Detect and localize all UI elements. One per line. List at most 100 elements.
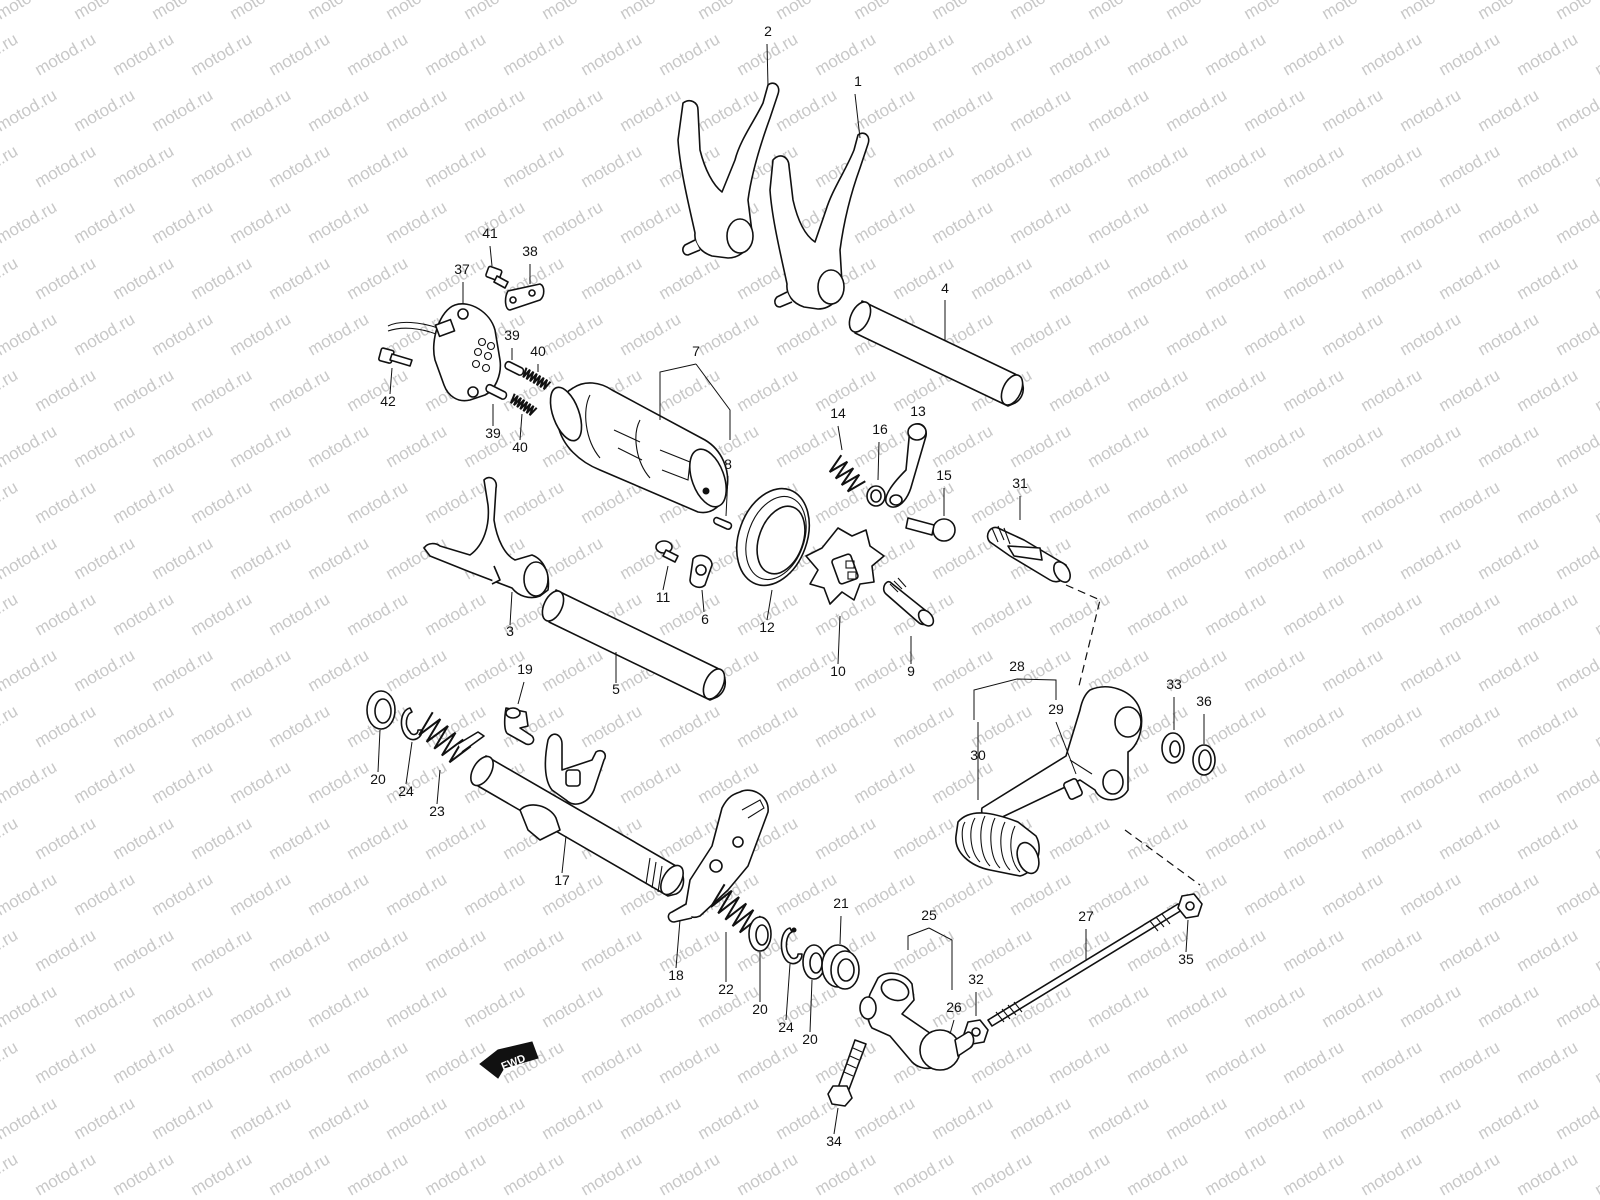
watermark-text: motod.ru: [0, 645, 60, 695]
watermark-text: motod.ru: [1397, 309, 1465, 359]
leader-line: [561, 835, 567, 874]
watermark-text: motod.ru: [0, 701, 21, 751]
watermark-text: motod.ru: [500, 141, 568, 191]
leader-line: [389, 367, 393, 395]
watermark-text: motod.ru: [890, 925, 958, 975]
callout-label: 20: [370, 771, 386, 787]
watermark-text: motod.ru: [0, 1093, 60, 1143]
watermark-text: motod.ru: [461, 85, 529, 135]
watermark-text: motod.ru: [656, 365, 724, 415]
watermark-text: motod.ru: [71, 533, 139, 583]
watermark-text: motod.ru: [617, 197, 685, 247]
watermark-text: motod.ru: [1202, 1149, 1270, 1199]
watermark-text: motod.ru: [383, 645, 451, 695]
watermark-text: motod.ru: [812, 29, 880, 79]
watermark-text: motod.ru: [1319, 645, 1387, 695]
watermark-text: motod.ru: [617, 309, 685, 359]
watermark-text: motod.ru: [1514, 253, 1582, 303]
watermark-text: motod.ru: [188, 477, 256, 527]
watermark-text: motod.ru: [149, 0, 217, 23]
watermark-text: motod.ru: [1475, 309, 1543, 359]
watermark-text: motod.ru: [656, 701, 724, 751]
watermark-text: motod.ru: [1280, 141, 1348, 191]
watermark-text: motod.ru: [32, 813, 100, 863]
shift-fork-1: [769, 132, 870, 310]
watermark-text: motod.ru: [1397, 533, 1465, 583]
watermark-text: motod.ru: [1475, 757, 1543, 807]
watermark-text: motod.ru: [1202, 589, 1270, 639]
callout-label: 3: [506, 623, 514, 639]
watermark-text: motod.ru: [1592, 813, 1600, 863]
bracket-leader: [659, 363, 731, 440]
watermark-text: motod.ru: [1475, 0, 1543, 23]
callout-label: 29: [1048, 701, 1064, 717]
watermark-text: motod.ru: [968, 925, 1036, 975]
watermark-text: motod.ru: [1592, 477, 1600, 527]
watermark-text: motod.ru: [0, 421, 60, 471]
callout-label: 22: [718, 981, 734, 997]
gearshift-shaft-17: [470, 733, 685, 897]
watermark-text: motod.ru: [32, 141, 100, 191]
watermark-text: motod.ru: [383, 0, 451, 23]
callout-label: 32: [968, 971, 984, 987]
watermark-text: motod.ru: [1592, 29, 1600, 79]
watermark-text: motod.ru: [110, 925, 178, 975]
watermark-text: motod.ru: [1202, 29, 1270, 79]
watermark-text: motod.ru: [149, 197, 217, 247]
watermark-text: motod.ru: [1124, 813, 1192, 863]
watermark-text: motod.ru: [383, 757, 451, 807]
watermark-text: motod.ru: [227, 757, 295, 807]
watermark-text: motod.ru: [500, 29, 568, 79]
watermark-text: motod.ru: [1592, 141, 1600, 191]
watermark-text: motod.ru: [1319, 869, 1387, 919]
watermark-text: motod.ru: [1553, 869, 1600, 919]
watermark-text: motod.ru: [1280, 253, 1348, 303]
watermark-text: motod.ru: [1475, 197, 1543, 247]
watermark-text: motod.ru: [305, 0, 373, 23]
watermark-text: motod.ru: [890, 1149, 958, 1199]
watermark-text: motod.ru: [1553, 85, 1600, 135]
leader-line: [766, 589, 773, 621]
watermark-text: motod.ru: [1163, 421, 1231, 471]
watermark-text: motod.ru: [344, 253, 412, 303]
watermark-text: motod.ru: [1124, 253, 1192, 303]
spring-40-upper: [522, 367, 552, 390]
watermark-text: motod.ru: [1163, 533, 1231, 583]
watermark-text: motod.ru: [149, 757, 217, 807]
bolt-41: [485, 265, 509, 289]
watermark-text: motod.ru: [0, 85, 60, 135]
leader-lines: [377, 43, 1205, 1135]
watermark-text: motod.ru: [1397, 981, 1465, 1031]
watermark-text: motod.ru: [773, 0, 841, 23]
watermark-text: motod.ru: [851, 757, 919, 807]
watermark-text: motod.ru: [1319, 981, 1387, 1031]
leader-line: [809, 979, 813, 1033]
watermark-text: motod.ru: [32, 365, 100, 415]
watermark-text: motod.ru: [1007, 1093, 1075, 1143]
callout-label: 1: [854, 73, 862, 89]
watermark-text: motod.ru: [1358, 925, 1426, 975]
callout-label: 27: [1078, 908, 1094, 924]
watermark-text: motod.ru: [461, 981, 529, 1031]
watermark-text: motod.ru: [1007, 309, 1075, 359]
watermark-text: motod.ru: [1358, 589, 1426, 639]
watermark-text: motod.ru: [1241, 197, 1309, 247]
callout-label: 25: [921, 907, 937, 923]
bearing-12: [735, 487, 811, 587]
watermark-text: motod.ru: [344, 29, 412, 79]
watermark-text: motod.ru: [422, 1149, 490, 1199]
watermark-text: motod.ru: [773, 309, 841, 359]
callout-label: 19: [517, 661, 533, 677]
shift-lever-rubber-30: [955, 812, 1040, 877]
watermark-text: motod.ru: [188, 925, 256, 975]
watermark-text: motod.ru: [383, 85, 451, 135]
callout-label: 28: [1009, 658, 1025, 674]
circlip-24-upper: [400, 707, 423, 741]
callout-label: 40: [530, 343, 546, 359]
watermark-text: motod.ru: [1592, 253, 1600, 303]
spring-22: [710, 883, 762, 934]
callout-label: 36: [1196, 693, 1212, 709]
watermark-text: motod.ru: [1163, 1093, 1231, 1143]
watermark-text: motod.ru: [1046, 1037, 1114, 1087]
